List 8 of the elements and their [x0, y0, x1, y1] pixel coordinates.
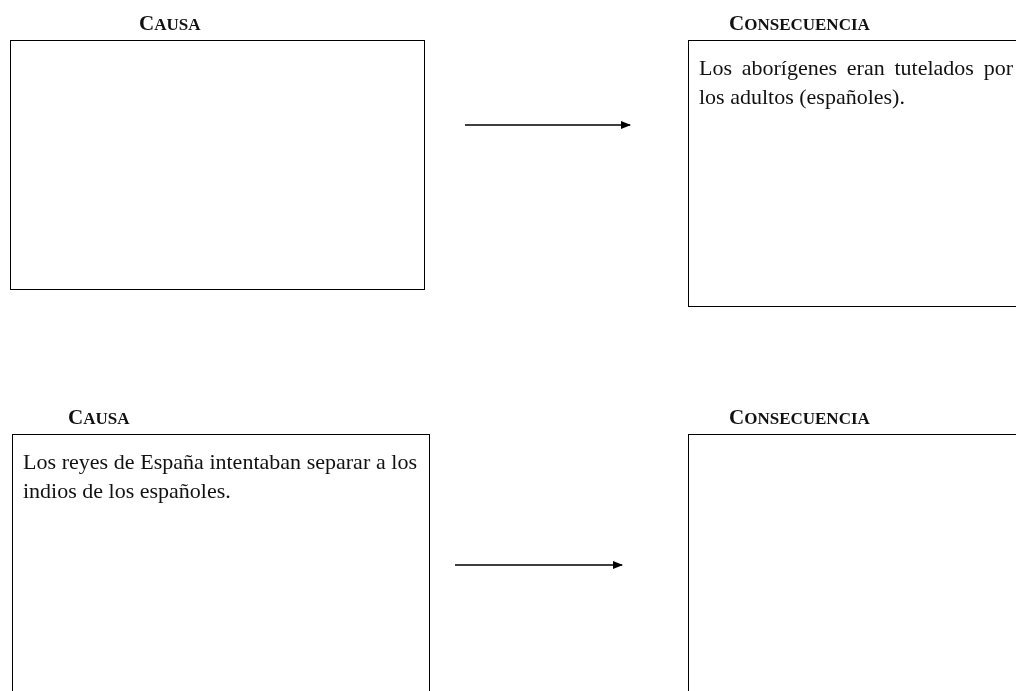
heading: CONSECUENCIA: [729, 405, 870, 430]
heading: CONSECUENCIA: [729, 11, 870, 36]
paragraph: Los aborígenes eran tutelados por los adultos (españoles).: [699, 54, 1013, 111]
arrow: [454, 561, 623, 569]
heading: CAUSA: [68, 405, 130, 430]
heading: CAUSA: [139, 11, 201, 36]
arrow: [464, 121, 631, 129]
paragraph: Los reyes de España intentaban separar a los indios de los españoles.: [23, 448, 417, 505]
